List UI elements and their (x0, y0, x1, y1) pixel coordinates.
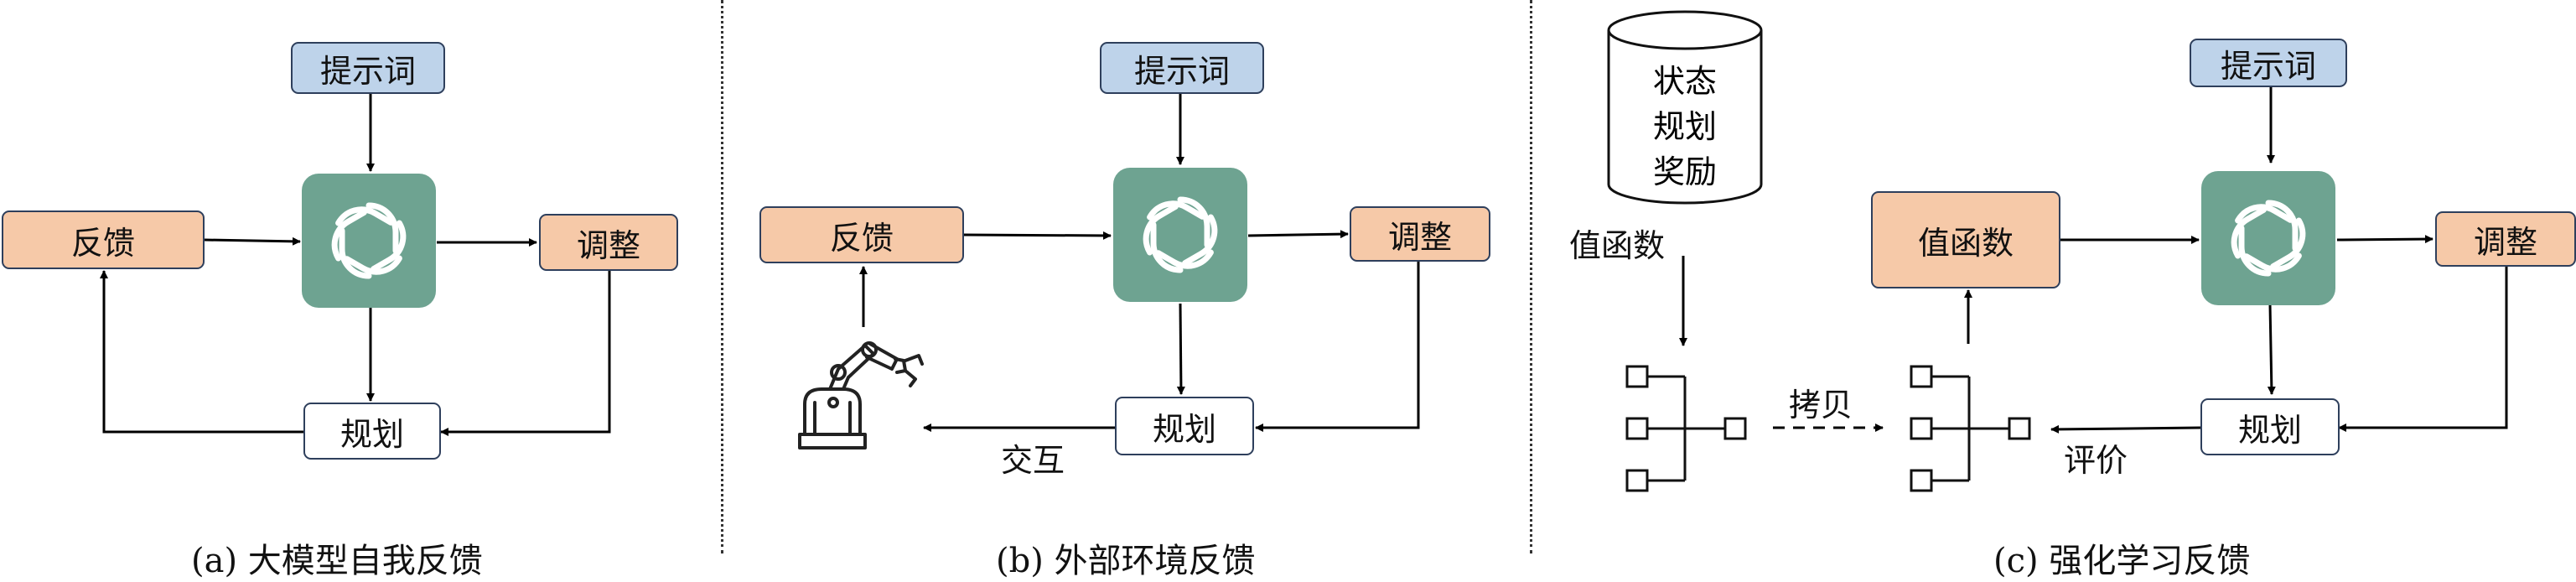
db-line-state: 状态 (1652, 63, 1717, 100)
b-interact-label: 交互 (1001, 442, 1065, 479)
a-ai-model-icon (302, 174, 436, 308)
a-prompt-box: 提示词 (291, 42, 445, 94)
tree-icon-left (1625, 365, 1747, 492)
arrow-a-plan-feedback (100, 270, 303, 434)
database-icon (1607, 10, 1763, 205)
arrow-a-adjust-plan (440, 270, 611, 436)
c-value-fn-label: 值函数 (1569, 227, 1666, 264)
a-plan-box: 规划 (303, 403, 441, 460)
b-feedback-box: 反馈 (759, 206, 964, 263)
c-ai-model-icon (2201, 171, 2335, 305)
db-line-reward: 奖励 (1652, 153, 1717, 190)
b-caption: (b) 外部环境反馈 (996, 542, 1256, 580)
a-caption: (a) 大模型自我反馈 (191, 542, 483, 580)
a-feedback-box: 反馈 (2, 210, 205, 269)
c-prompt-box: 提示词 (2190, 39, 2347, 87)
b-ai-model-icon (1113, 168, 1247, 302)
arrow-b-adjust-plan (1255, 262, 1420, 432)
c-caption: (c) 强化学习反馈 (1993, 542, 2251, 580)
divider-b-c (1530, 0, 1532, 553)
arrow-b-ai-adjust (1247, 230, 1349, 239)
tree-icon-right (1910, 365, 2031, 492)
divider-a-b (721, 0, 723, 553)
b-prompt-box: 提示词 (1100, 42, 1264, 94)
c-evaluate-label: 评价 (2064, 442, 2128, 479)
arrow-c-plan-tree (2050, 424, 2201, 434)
c-plan-box: 规划 (2200, 398, 2340, 455)
db-line-plan: 规划 (1652, 108, 1717, 145)
c-copy-label: 拷贝 (1789, 387, 1853, 424)
arrow-b-ai-plan (1176, 303, 1185, 395)
b-plan-box: 规划 (1115, 397, 1254, 455)
arrow-b-feedback-ai (963, 231, 1112, 240)
c-adjust-box: 调整 (2435, 211, 2576, 267)
arrow-c-ai-plan (2267, 304, 2276, 395)
a-adjust-box: 调整 (539, 214, 678, 271)
arrow-c-adjust-plan (2338, 267, 2508, 432)
c-value-fn-box: 值函数 (1871, 191, 2060, 288)
b-adjust-box: 调整 (1350, 206, 1490, 262)
robot-arm-icon (798, 341, 924, 449)
arrow-a-feedback-ai (204, 236, 301, 246)
arrow-c-ai-adjust (2336, 235, 2433, 244)
